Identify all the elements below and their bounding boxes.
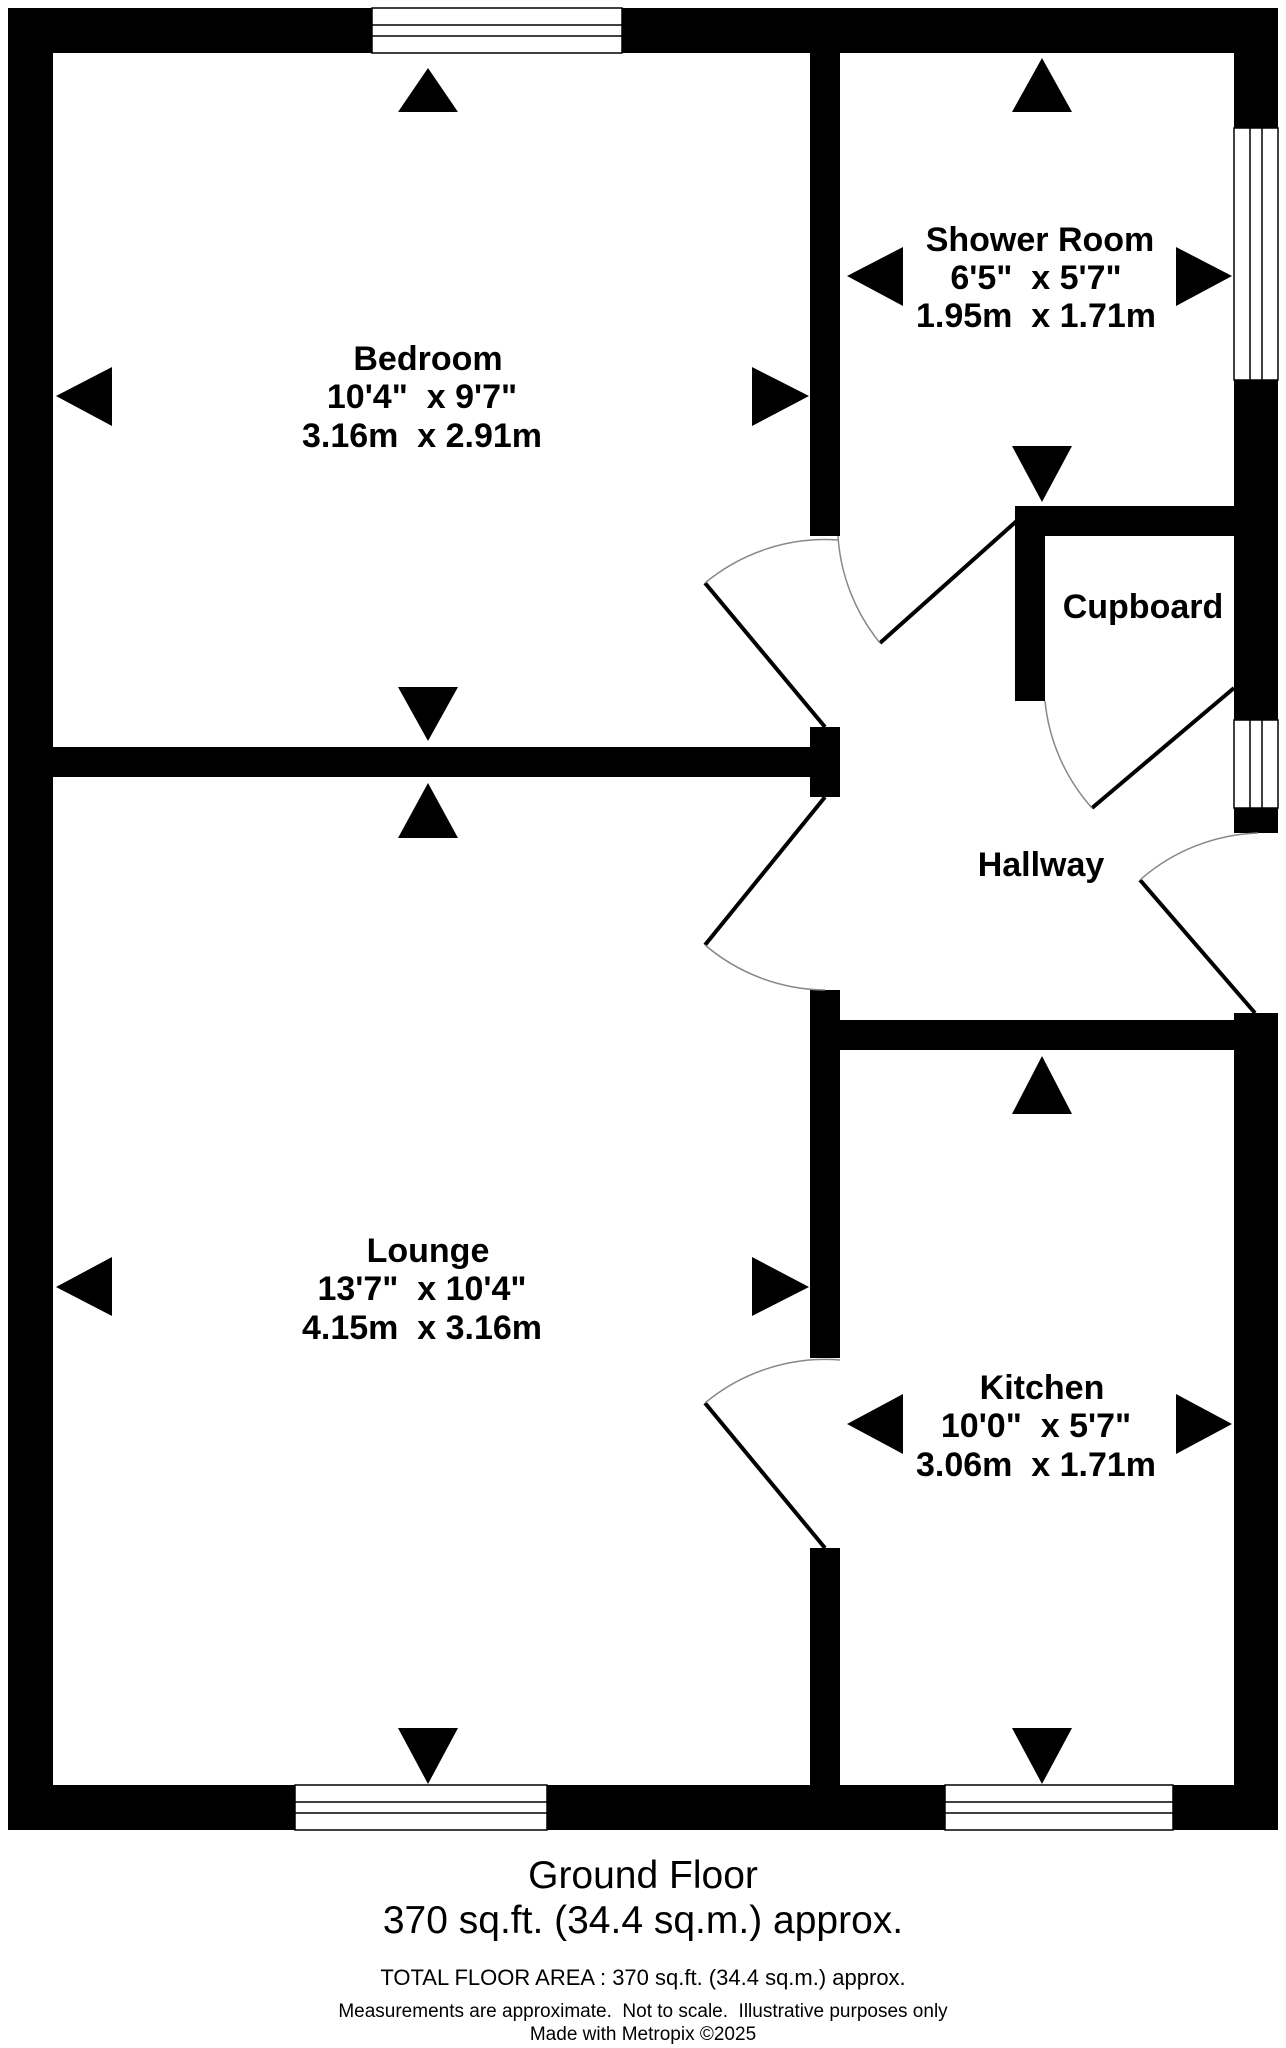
arrow-down-icon xyxy=(1012,1728,1072,1784)
arrow-right-icon xyxy=(1176,1394,1232,1454)
room-imperial: 10'0" x 5'7" xyxy=(941,1407,1131,1445)
room-kitchen: Kitchen 10'0" x 5'7" 3.06m x 1.71m xyxy=(916,1369,1156,1484)
wall-hall-post xyxy=(810,727,840,797)
credit: Made with Metropix ©2025 xyxy=(530,2024,756,2045)
room-metric: 4.15m x 3.16m xyxy=(302,1309,542,1347)
room-metric: 3.16m x 2.91m xyxy=(302,417,542,455)
arrow-right-icon xyxy=(752,367,809,426)
arrow-left-icon xyxy=(847,1394,903,1454)
room-name: Cupboard xyxy=(1063,588,1224,626)
arrow-up-icon xyxy=(398,783,458,838)
room-cupboard: Cupboard xyxy=(1063,588,1224,626)
arrow-down-icon xyxy=(398,687,458,741)
wall-bedroom-lounge xyxy=(53,747,840,777)
disclaimer: Measurements are approximate. Not to sca… xyxy=(338,2001,948,2022)
arrow-down-icon xyxy=(1012,446,1072,502)
arrow-up-icon xyxy=(1012,58,1072,112)
arrow-up-icon xyxy=(1012,1056,1072,1114)
footer: Ground Floor 370 sq.ft. (34.4 sq.m.) app… xyxy=(338,1854,948,2045)
room-name: Lounge xyxy=(367,1232,490,1270)
window-shower-room xyxy=(1233,127,1279,381)
room-imperial: 10'4" x 9'7" xyxy=(327,378,517,416)
wall-right-stub xyxy=(1234,808,1278,833)
room-imperial: 6'5" x 5'7" xyxy=(950,259,1121,297)
window-bedroom xyxy=(371,7,623,54)
door-bedroom xyxy=(703,538,839,729)
dimension-arrows xyxy=(56,58,1232,1784)
floor-area: 370 sq.ft. (34.4 sq.m.) approx. xyxy=(383,1899,903,1942)
arrow-up-icon xyxy=(398,68,458,112)
wall-right-lower xyxy=(1234,1013,1278,1830)
window-lounge xyxy=(294,1784,548,1831)
door-lounge xyxy=(703,795,827,991)
room-name: Shower Room xyxy=(926,221,1155,259)
arrow-left-icon xyxy=(56,1257,112,1316)
room-name: Kitchen xyxy=(980,1369,1105,1407)
arrow-left-icon xyxy=(56,367,112,426)
room-name: Bedroom xyxy=(353,340,502,378)
walls xyxy=(8,8,1278,1830)
room-metric: 1.95m x 1.71m xyxy=(916,297,1156,335)
doors xyxy=(703,516,1259,1550)
window-hallway xyxy=(1233,719,1279,809)
wall-left xyxy=(8,8,53,1830)
wall-lounge-kitchen-upper xyxy=(810,990,840,1358)
arrow-down-icon xyxy=(398,1728,458,1784)
door-cupboard xyxy=(1044,686,1236,810)
wall-bedroom-shower xyxy=(810,8,840,536)
room-imperial: 13'7" x 10'4" xyxy=(317,1270,526,1308)
floor-name: Ground Floor xyxy=(528,1854,758,1897)
windows xyxy=(294,7,1279,1831)
arrow-right-icon xyxy=(1176,247,1232,306)
door-entrance xyxy=(1138,832,1259,1015)
room-bedroom: Bedroom 10'4" x 9'7" 3.16m x 2.91m xyxy=(302,340,542,455)
wall-shower-bottom xyxy=(1015,506,1234,536)
wall-cupboard-left xyxy=(1015,506,1045,701)
room-hallway: Hallway xyxy=(978,846,1105,884)
room-metric: 3.06m x 1.71m xyxy=(916,1446,1156,1484)
total-floor-area: TOTAL FLOOR AREA : 370 sq.ft. (34.4 sq.m… xyxy=(380,1965,905,1990)
arrow-left-icon xyxy=(847,247,903,306)
wall-lounge-kitchen-lower xyxy=(810,1548,840,1830)
room-shower-room: Shower Room 6'5" x 5'7" 1.95m x 1.71m xyxy=(916,221,1156,335)
door-shower-room xyxy=(837,516,1022,645)
arrow-right-icon xyxy=(752,1257,809,1316)
wall-top xyxy=(8,8,1278,53)
window-kitchen xyxy=(944,1784,1174,1831)
door-kitchen xyxy=(703,1358,841,1550)
room-lounge: Lounge 13'7" x 10'4" 4.15m x 3.16m xyxy=(302,1232,542,1347)
room-name: Hallway xyxy=(978,846,1105,884)
wall-hall-kitchen xyxy=(810,1020,1255,1050)
